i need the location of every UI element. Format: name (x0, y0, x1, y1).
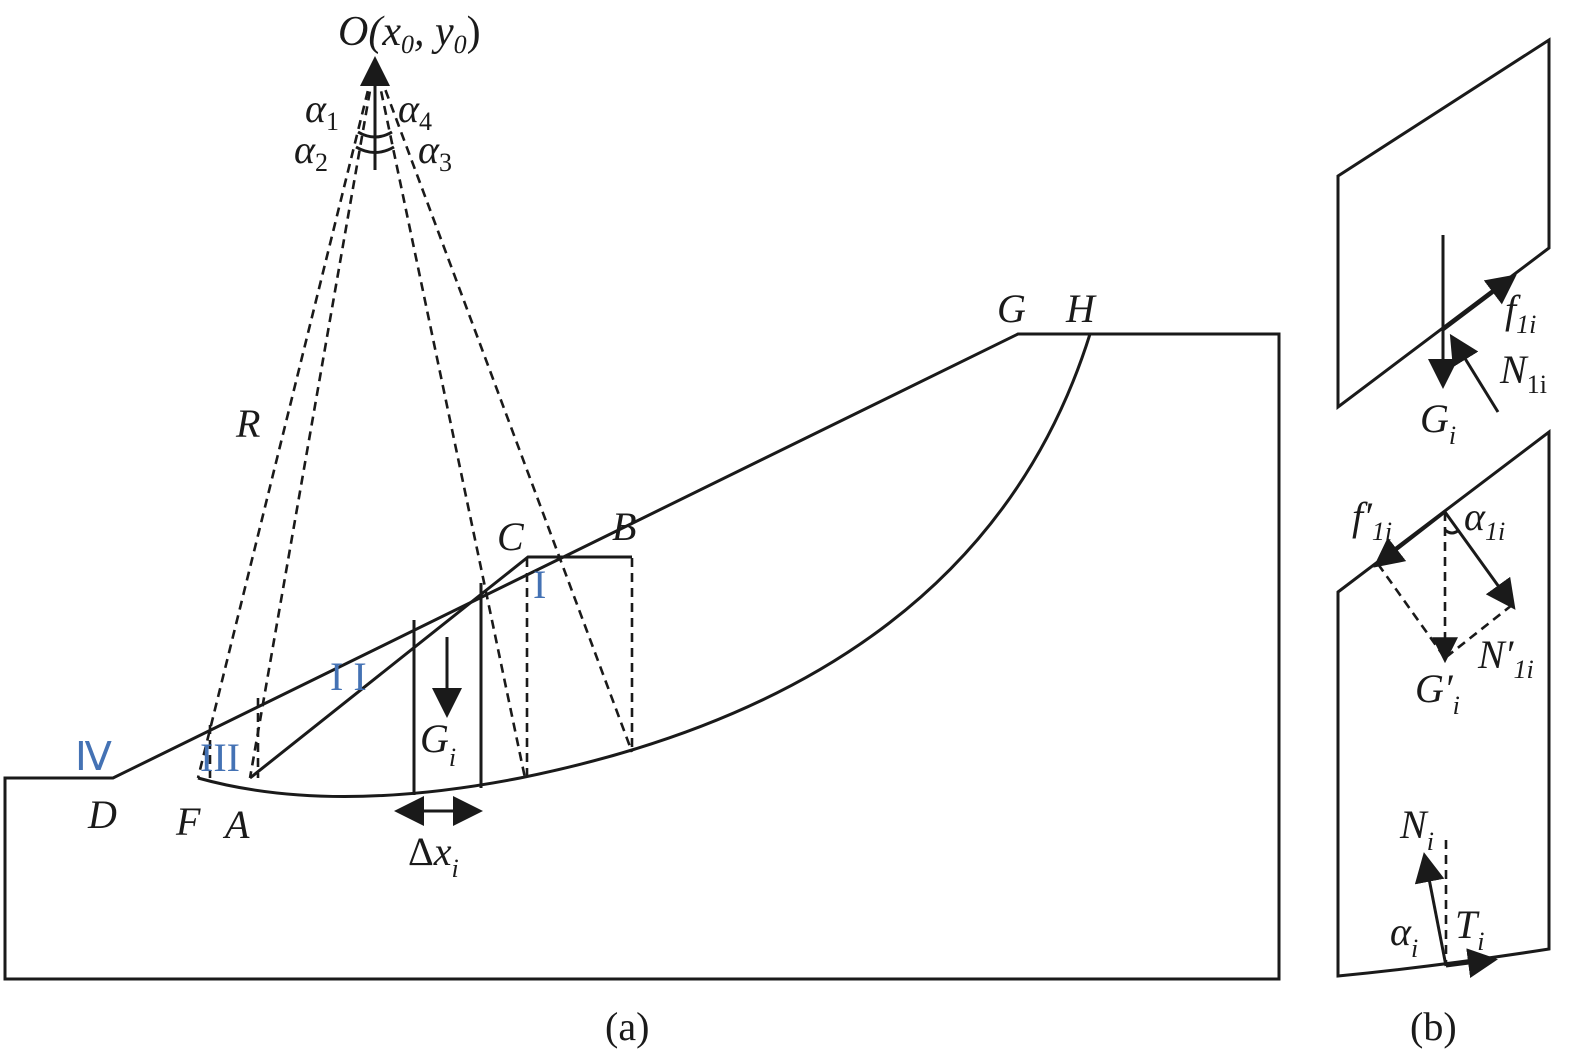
base-shear-arrow (1445, 948, 1498, 978)
mid-friction-arrow (1373, 510, 1446, 568)
angle-arc-inner (357, 130, 393, 139)
point-b-label: B (612, 504, 636, 549)
zone-label-i: I (533, 562, 546, 607)
weight-label: Gi (420, 716, 456, 772)
top-normal-arrow (1449, 333, 1500, 413)
point-d-label: D (87, 792, 117, 837)
point-c-label: C (497, 514, 525, 559)
slip-surface (197, 333, 1092, 798)
slope-outline (3, 332, 1281, 981)
base-alpha-label: αi (1390, 909, 1418, 963)
caption-b: (b) (1410, 1004, 1457, 1049)
step-line-ac (249, 555, 632, 780)
radius-label: R (235, 401, 260, 446)
mid-dashed-left (1376, 563, 1447, 659)
point-a-label: A (222, 802, 250, 847)
angle-label-4: α4 (398, 86, 432, 136)
base-t-label: Ti (1455, 902, 1484, 956)
point-h-label: H (1065, 286, 1097, 331)
mid-n-label: N′1i (1477, 632, 1534, 684)
angle-label-3: α3 (418, 127, 452, 177)
bottom-block (1336, 428, 1551, 978)
angle-label-1: α1 (305, 86, 339, 136)
angle-arc-outer (355, 145, 395, 154)
mid-angle-arc (1444, 528, 1460, 535)
top-block (1336, 37, 1551, 411)
top-f-label: f1i (1505, 287, 1536, 339)
panel-a: O(x0, y0) α1 α2 α3 α4 R G H C B D F A I … (3, 9, 1281, 1049)
mid-g-label: G′i (1415, 666, 1460, 720)
point-f-label: F (175, 799, 201, 844)
point-g-label: G (997, 286, 1026, 331)
mid-normal-arrow (1443, 511, 1516, 610)
center-label: O(x0, y0) (338, 9, 481, 59)
base-n-label: Ni (1399, 802, 1434, 856)
base-normal-arrow (1414, 852, 1448, 967)
panel-b: f1i N1i Gi f′1i α1i N′1i G′i Ni Ti αi (b… (1336, 37, 1551, 1049)
zone-label-iii: III (200, 735, 240, 780)
caption-a: (a) (605, 1004, 649, 1049)
zone-label-iv: Ⅳ (75, 734, 112, 779)
width-label: Δxi (408, 829, 459, 883)
mid-alpha-label: α1i (1464, 494, 1505, 546)
radius-lines (196, 61, 634, 779)
top-friction-arrow (1442, 274, 1517, 332)
top-n-label: N1i (1499, 347, 1547, 399)
mid-f-label: f′1i (1352, 494, 1392, 546)
zone-label-ii: I I (330, 654, 367, 699)
angle-label-2: α2 (294, 127, 328, 177)
top-g-label: Gi (1420, 396, 1456, 450)
